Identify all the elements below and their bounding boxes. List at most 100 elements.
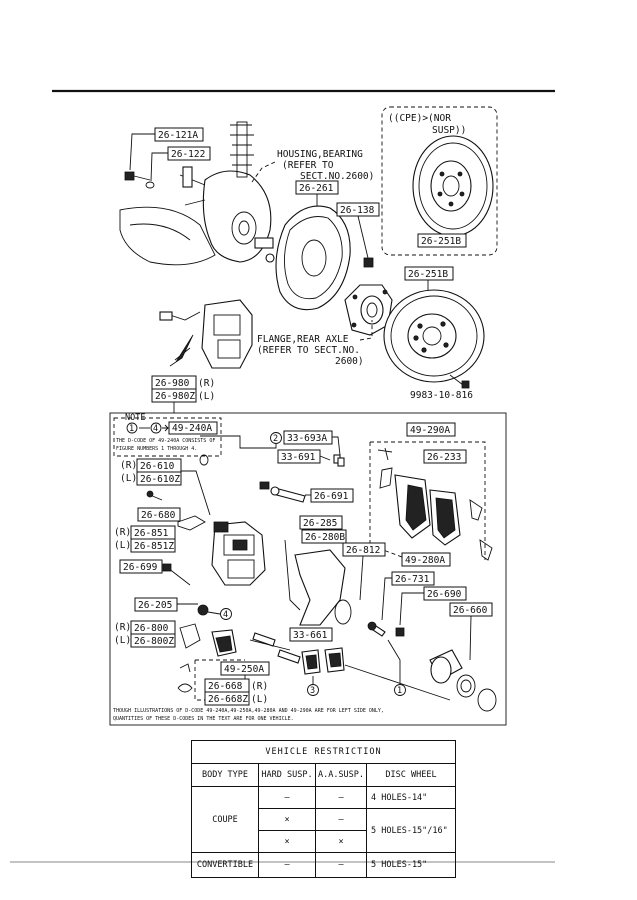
caliper-body bbox=[211, 521, 266, 586]
inset-title-line2: SUSP)) bbox=[432, 125, 466, 136]
note-code: 49-240A bbox=[172, 423, 212, 434]
callout-26-233-text: 26-233 bbox=[427, 452, 461, 463]
callout-33-693A-prefix: 2 bbox=[273, 434, 278, 444]
callout-26-138-text: 26-138 bbox=[340, 205, 375, 216]
knuckle-assembly bbox=[119, 121, 275, 266]
callout-26-610Z bbox=[136, 471, 182, 486]
clip-33-691 bbox=[333, 454, 345, 467]
note-code-box bbox=[168, 421, 218, 435]
callout-26-122-text: 26-122 bbox=[171, 149, 205, 160]
flange-note-line3: 2600) bbox=[335, 356, 364, 367]
callout-26-280B bbox=[301, 529, 347, 544]
note-title: NOTE bbox=[125, 413, 145, 423]
callout-26-660-text: 26-660 bbox=[453, 605, 488, 616]
callout-33-691 bbox=[277, 449, 321, 464]
callout-26-690 bbox=[423, 586, 467, 601]
guide-pin-26-691 bbox=[259, 481, 306, 503]
callout-26-610Z-text: 26-610Z bbox=[140, 474, 180, 485]
housing-note-line1: HOUSING,BEARING bbox=[277, 149, 363, 160]
boot-26-205 bbox=[197, 604, 221, 616]
callout-26-610-prefix: (R) bbox=[120, 460, 137, 471]
convertible-hard: – bbox=[258, 852, 316, 878]
callout-26-851-text: 26-851 bbox=[134, 528, 169, 539]
housing-note-line3: SECT.NO.2600) bbox=[300, 171, 374, 182]
brake-pads-26-233 bbox=[377, 447, 493, 561]
callout-26-980Z-suffix: (L) bbox=[198, 391, 215, 402]
inset-frame bbox=[381, 106, 498, 256]
coupe-row3-hard: × bbox=[258, 830, 316, 853]
convertible-aa: – bbox=[315, 852, 367, 878]
washer-26-122 bbox=[145, 181, 155, 189]
callout-26-800-text: 26-800 bbox=[134, 623, 169, 634]
header-disc-wheel: DISC WHEEL bbox=[366, 763, 456, 787]
callout-26-668Z-text: 26-668Z bbox=[208, 694, 248, 705]
header-body-type: BODY TYPE bbox=[191, 763, 259, 787]
callout-33-661 bbox=[289, 627, 333, 642]
callout-33-691-text: 33-691 bbox=[281, 452, 316, 463]
bolt-26-138 bbox=[363, 257, 374, 268]
rear-axle-flange bbox=[344, 284, 393, 336]
callout-26-980Z-text: 26-980Z bbox=[155, 391, 195, 402]
note-line2: FIGURE NUMBERS 1 THROUGH 4. bbox=[116, 446, 197, 452]
callout-49-290A-text: 49-290A bbox=[410, 425, 450, 436]
guide-pin-26-731 bbox=[367, 621, 386, 637]
retaining-spring-26-851 bbox=[177, 515, 206, 531]
callout-49-290A bbox=[406, 422, 456, 437]
callout-26-233 bbox=[423, 449, 467, 464]
callout-26-280B-text: 26-280B bbox=[305, 532, 345, 543]
caliper-assembly bbox=[159, 299, 253, 369]
coupe-row2-hard: × bbox=[258, 808, 316, 831]
bolt-26-699 bbox=[162, 563, 191, 586]
callout-26-851Z bbox=[130, 538, 176, 553]
flange-note-line1: FLANGE,REAR AXLE bbox=[257, 334, 349, 345]
bracket-26-280B bbox=[284, 539, 346, 626]
callout-26-699 bbox=[119, 559, 163, 574]
flange-note-line2: (REFER TO SECT.NO. bbox=[257, 345, 360, 356]
callout-26-205-text: 26-205 bbox=[138, 600, 172, 611]
coupe-row1-wheel: 4 HOLES-14" bbox=[366, 786, 456, 809]
note-box bbox=[113, 417, 222, 457]
coupe-row1-aa: – bbox=[315, 786, 367, 809]
coupe-row1-hard: – bbox=[258, 786, 316, 809]
callout-49-280A bbox=[401, 552, 451, 567]
marker-3: 3 bbox=[310, 686, 315, 696]
callout-26-980-text: 26-980 bbox=[155, 378, 190, 389]
callout-26-285 bbox=[299, 515, 343, 530]
callout-26-610-text: 26-610 bbox=[140, 461, 175, 472]
callout-26-680 bbox=[137, 507, 181, 522]
callout-26-122 bbox=[167, 146, 211, 161]
pads-33-661 bbox=[301, 647, 345, 675]
callout-26-851Z-prefix: (L) bbox=[114, 540, 131, 551]
callout-26-251B bbox=[404, 266, 454, 281]
callout-26-800Z bbox=[130, 633, 176, 648]
vehicle-restriction-table: VEHICLE RESTRICTION BODY TYPE HARD SUSP.… bbox=[191, 740, 456, 878]
callout-26-812-text: 26-812 bbox=[346, 545, 380, 556]
spring-26-668 bbox=[177, 663, 193, 693]
piston-26-660 bbox=[429, 649, 497, 712]
callout-26-812 bbox=[342, 542, 386, 557]
callout-26-261-text: 26-261 bbox=[299, 183, 334, 194]
header-aa-susp: A.A.SUSP. bbox=[315, 763, 367, 787]
callout-26-121A bbox=[154, 127, 204, 142]
callout-26-668Z-suffix: (L) bbox=[251, 694, 268, 705]
marker-1: 1 bbox=[397, 686, 402, 696]
inset-title-line1: ((CPE)>(NOR bbox=[388, 113, 451, 124]
footer-note-line1: THOUGH ILLUSTRATIONS OF D-CODE 49-240A,4… bbox=[113, 708, 384, 714]
callout-49-250A-text: 49-250A bbox=[224, 664, 264, 675]
coupe-row2-aa: – bbox=[315, 808, 367, 831]
pin-boot bbox=[252, 632, 301, 664]
callout-26-680-text: 26-680 bbox=[141, 510, 176, 521]
convertible-wheel: 5 HOLES-15" bbox=[366, 852, 456, 878]
callout-26-251B-inset-text: 26-251B bbox=[421, 236, 461, 247]
callout-26-121A-text: 26-121A bbox=[158, 130, 198, 141]
footer-note-line2: QUANTITIES OF THESE D-CODES IN THE TEXT … bbox=[113, 716, 294, 722]
seal-ring bbox=[334, 599, 352, 625]
bolt-26-121A bbox=[124, 171, 151, 181]
callout-33-661-text: 33-661 bbox=[293, 630, 328, 641]
callout-26-285-text: 26-285 bbox=[303, 518, 337, 529]
dust-shield-26-261 bbox=[275, 205, 351, 311]
callout-26-610Z-prefix: (L) bbox=[120, 473, 137, 484]
screw-disc bbox=[449, 374, 470, 389]
bleeder-cap bbox=[199, 454, 209, 466]
